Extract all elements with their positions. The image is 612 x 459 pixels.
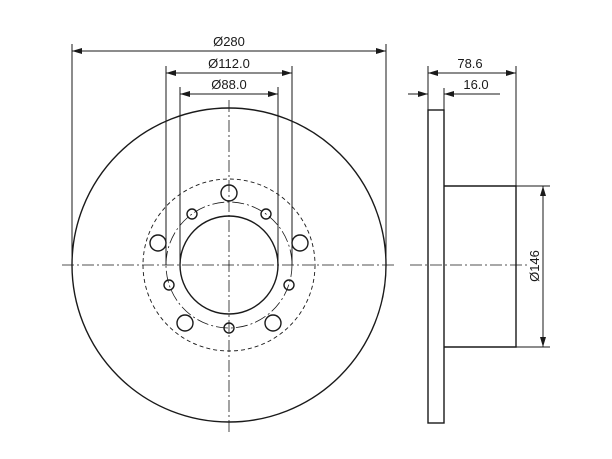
large-hole <box>176 314 194 332</box>
disc-section <box>427 109 445 424</box>
center-bore-label: Ø88.0 <box>211 77 246 92</box>
dim-disc-thickness: 16.0 <box>408 77 500 110</box>
bolt-circle-label: Ø112.0 <box>208 56 250 71</box>
dim-center-bore: Ø88.0 <box>179 77 279 265</box>
dim-hat-diameter: Ø146 <box>516 185 550 348</box>
dim-total-height: 78.6 <box>427 56 517 186</box>
large-hole <box>291 234 309 252</box>
large-hole <box>264 314 282 332</box>
dim-outer-diameter: Ø280 <box>71 34 387 265</box>
hat-section <box>444 185 517 348</box>
large-hole <box>149 234 167 252</box>
total-height-label: 78.6 <box>457 56 482 71</box>
small-hole <box>163 279 175 291</box>
outer-diameter-label: Ø280 <box>213 34 245 49</box>
dim-bolt-circle: Ø112.0 <box>165 56 293 265</box>
front-view <box>62 100 396 435</box>
hat-diameter-label: Ø146 <box>527 250 542 282</box>
small-hole <box>283 279 295 291</box>
side-view <box>410 109 528 424</box>
small-hole <box>260 208 272 220</box>
disc-thickness-label: 16.0 <box>463 77 488 92</box>
small-hole <box>186 208 198 220</box>
